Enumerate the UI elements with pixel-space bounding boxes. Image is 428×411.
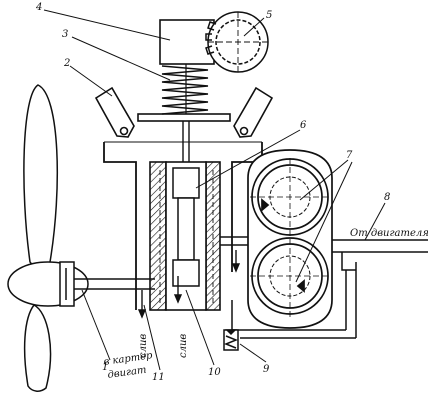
spring-plate	[137, 113, 231, 122]
flyweights	[94, 86, 274, 138]
callout-5: 5	[266, 10, 272, 21]
spring	[161, 65, 209, 115]
leader-lines	[43, 9, 386, 371]
label-to-crankcase-1: в картер	[103, 350, 154, 368]
propeller	[7, 84, 89, 392]
oil-channels	[137, 236, 248, 319]
label-drain-right: слив	[178, 334, 189, 358]
pinion-gear	[205, 11, 269, 73]
gear-pump	[247, 149, 333, 329]
label-to-crankcase-2: двигат	[107, 365, 147, 381]
oil-inlet-pipe	[231, 239, 428, 339]
relief-valve	[223, 329, 239, 351]
callout-6: 6	[300, 120, 307, 131]
propeller-shaft	[74, 278, 155, 290]
callout-9: 9	[263, 364, 270, 375]
label-drain-left: слив	[138, 334, 149, 358]
callout-11: 11	[152, 372, 165, 383]
callout-10: 10	[208, 367, 221, 378]
callout-4: 4	[35, 2, 42, 13]
control-rack	[159, 19, 215, 168]
callout-1: 1	[102, 362, 108, 373]
callout-3: 3	[62, 29, 68, 40]
callout-8: 8	[384, 192, 390, 203]
label-from-engine: От двигателя	[350, 228, 428, 239]
pilot-valve-spool	[159, 167, 214, 306]
callout-7: 7	[346, 150, 353, 161]
callout-numbers: 1 2 3 4 5 6 7 8 9 10 11	[35, 2, 390, 383]
callout-2: 2	[63, 58, 70, 69]
